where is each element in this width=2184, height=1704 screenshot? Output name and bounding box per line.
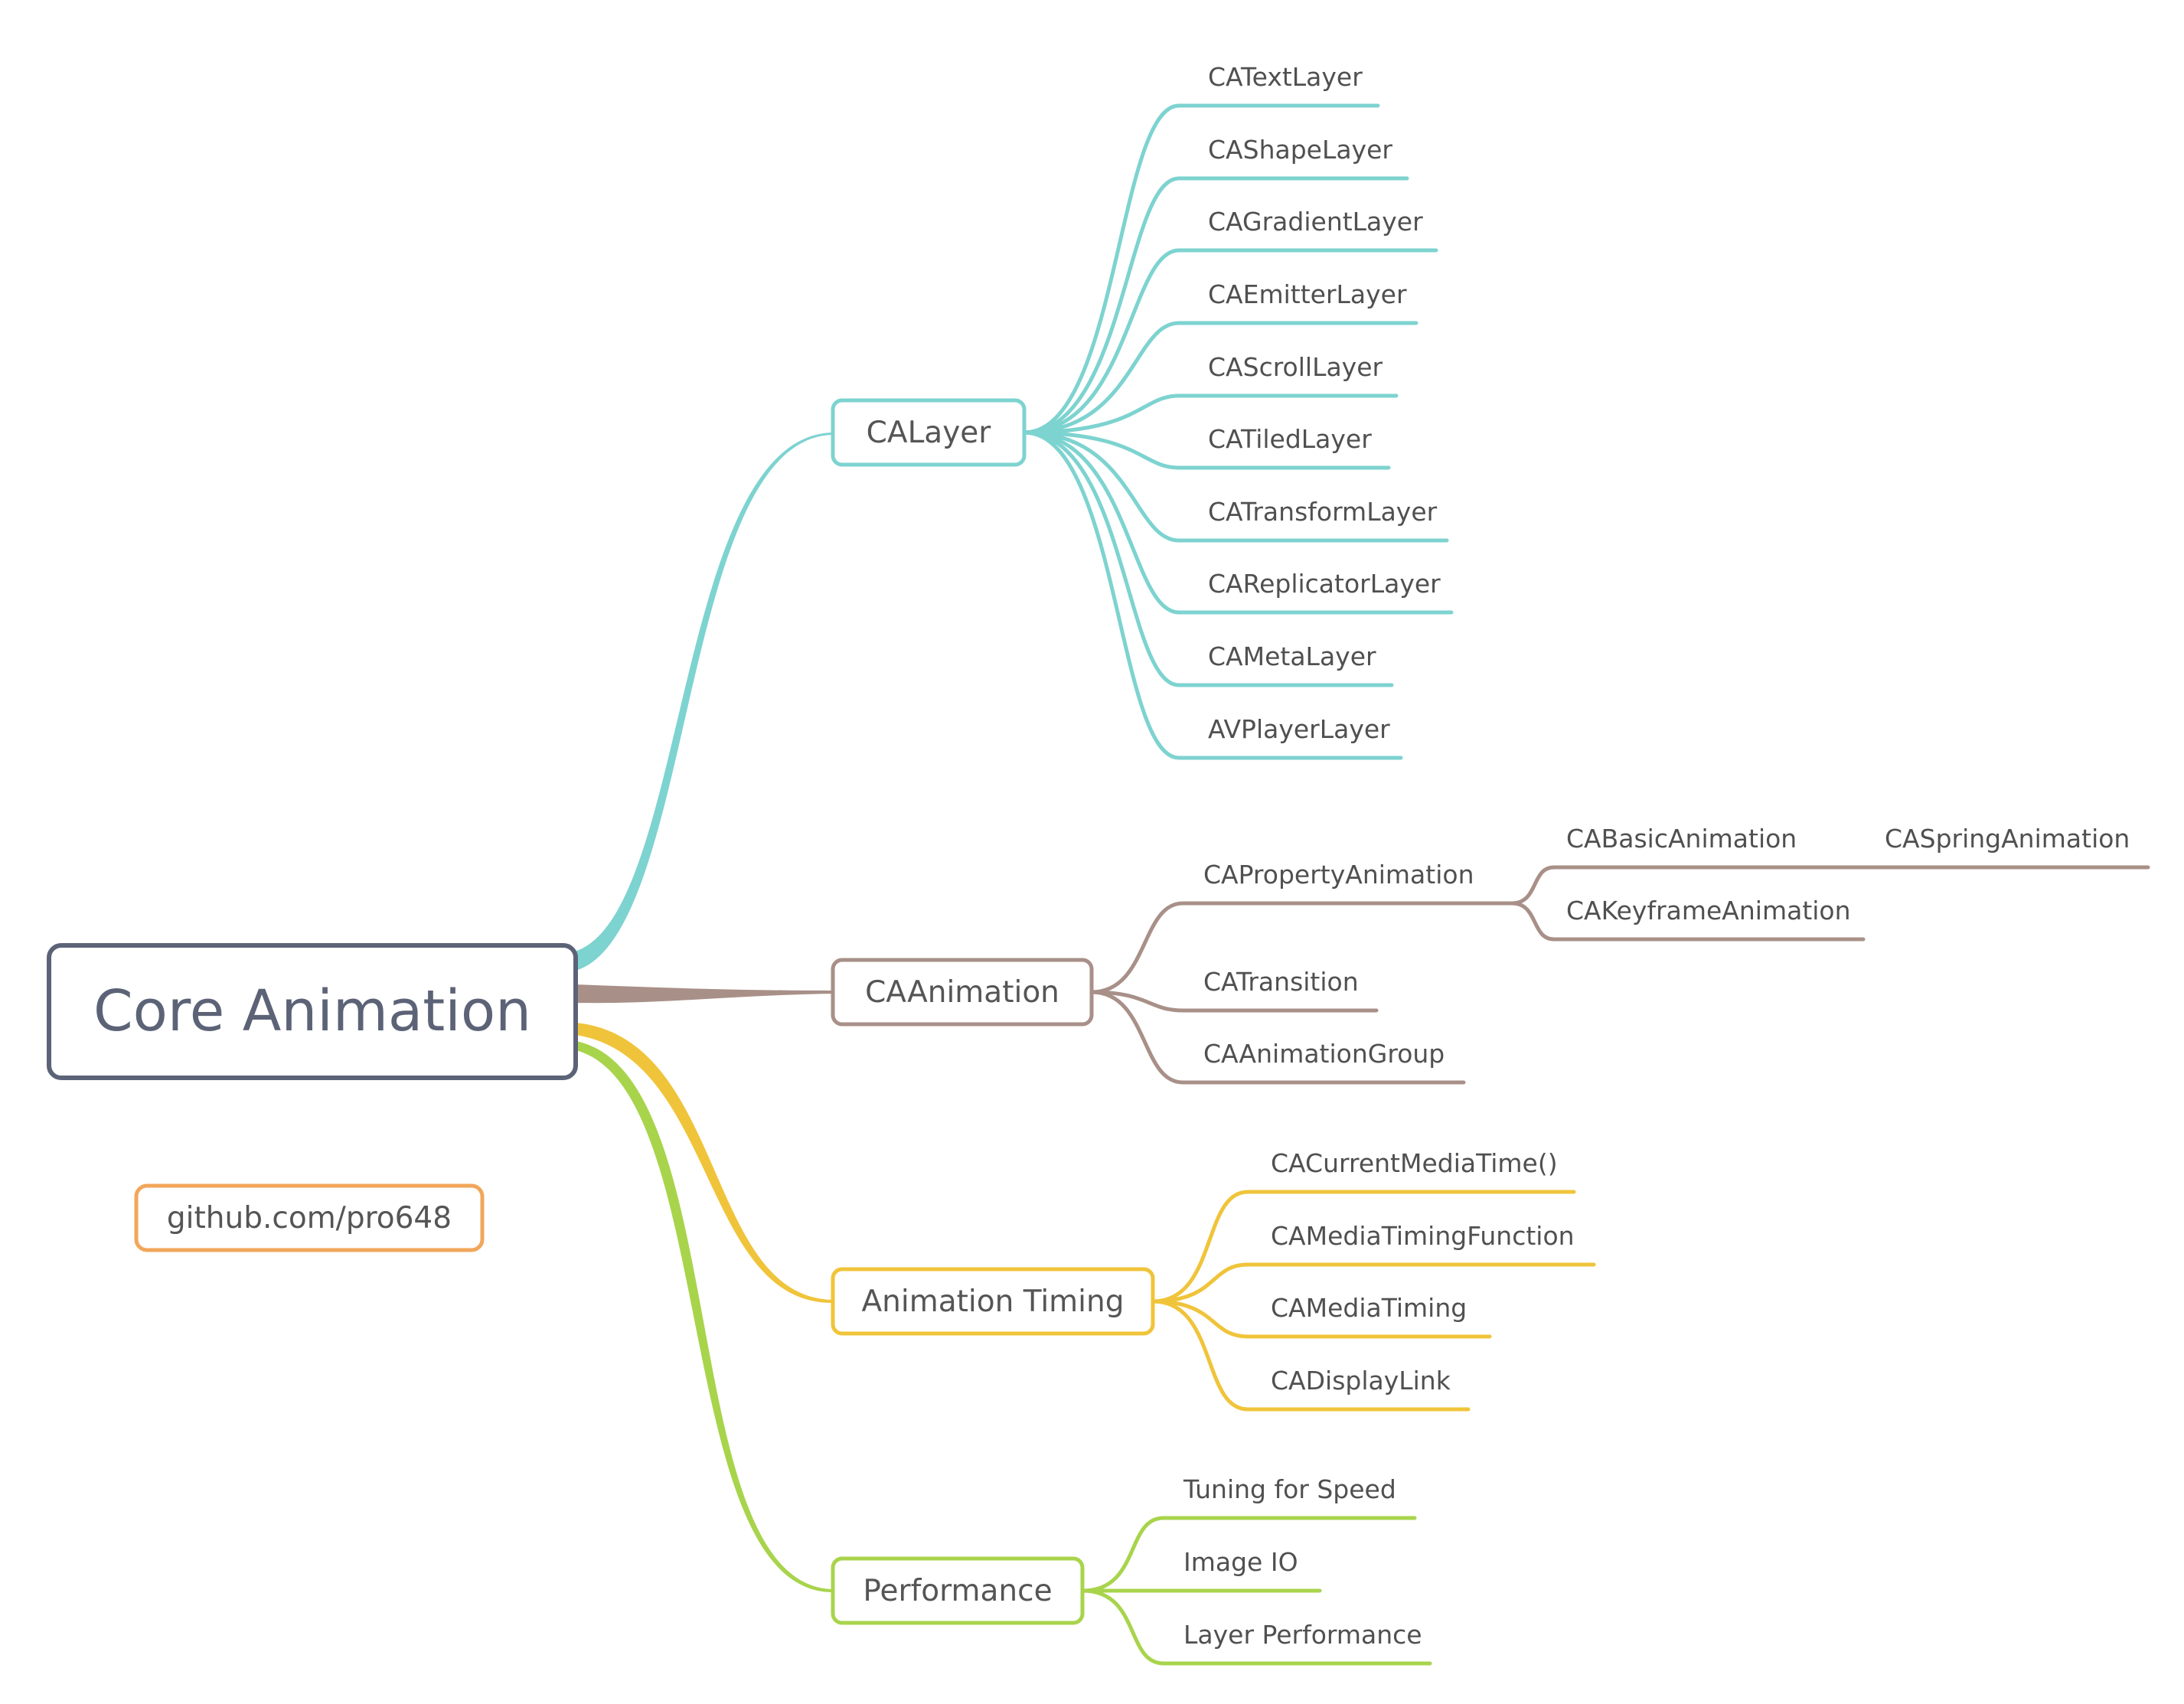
performance-leaves: Tuning for Speed Image IO Layer Performa…: [1183, 1474, 1422, 1650]
footer-label: github.com/pro648: [167, 1201, 452, 1236]
branch-node-caanimation[interactable]: CAAnimation: [831, 958, 1094, 1027]
leaf-label[interactable]: CAKeyframeAnimation: [1566, 896, 1851, 925]
connector-calayer-leaf: [1022, 430, 1391, 470]
connector-performance-leaf: [1080, 1588, 1432, 1666]
branch-label: CAAnimation: [865, 975, 1059, 1010]
leaf-label[interactable]: CAMediaTimingFunction: [1271, 1221, 1575, 1251]
leaf-label[interactable]: CAMetaLayer: [1208, 641, 1376, 671]
leaf-label[interactable]: Image IO: [1183, 1547, 1298, 1577]
leaf-label[interactable]: CATransformLayer: [1208, 497, 1438, 527]
timing-leaves: CACurrentMediaTime() CAMediaTimingFuncti…: [1271, 1148, 1575, 1396]
connector-caanimation-leaf: [1089, 990, 1466, 1085]
calayer-leaves: CATextLayer CAShapeLayer CAGradientLayer…: [1208, 62, 1441, 744]
footer-node[interactable]: github.com/pro648: [134, 1183, 485, 1252]
branch-label: Animation Timing: [862, 1285, 1125, 1319]
leaf-label[interactable]: CAAnimationGroup: [1203, 1039, 1445, 1069]
branch-node-animation-timing[interactable]: Animation Timing: [831, 1267, 1155, 1336]
branch-node-calayer[interactable]: CALayer: [831, 398, 1027, 467]
timing-connectors: [1151, 1190, 1596, 1412]
leaf-label[interactable]: Tuning for Speed: [1183, 1474, 1396, 1504]
connector-timing-leaf: [1151, 1262, 1596, 1304]
leaf-label[interactable]: CACurrentMediaTime(): [1271, 1148, 1558, 1178]
connector-calayer-leaf: [1022, 176, 1409, 435]
leaf-label[interactable]: CAShapeLayer: [1208, 135, 1392, 165]
connector-propertyanim-leaf: [1510, 901, 1866, 942]
connector-root-calayer: [574, 433, 834, 971]
leaf-label[interactable]: CAMediaTiming: [1271, 1293, 1467, 1323]
connector-caanimation-leaf: [1089, 990, 1379, 1013]
connector-root-animation-timing: [576, 1023, 834, 1304]
connector-calayer-leaf: [1022, 430, 1449, 543]
caanimation-connectors: [1089, 865, 2150, 1085]
connector-performance-leaf: [1080, 1516, 1417, 1593]
leaf-label[interactable]: CATiledLayer: [1208, 424, 1372, 454]
leaf-label[interactable]: CABasicAnimation: [1566, 824, 1797, 854]
calayer-connectors: [1022, 103, 1454, 760]
leaf-label[interactable]: CAEmitterLayer: [1208, 279, 1407, 309]
leaf-label[interactable]: CADisplayLink: [1271, 1366, 1451, 1396]
connector-timing-leaf: [1151, 1299, 1471, 1412]
leaf-label[interactable]: CAReplicatorLayer: [1208, 569, 1441, 599]
connector-root-caanimation: [576, 984, 834, 1004]
connector-timing-leaf: [1151, 1190, 1576, 1304]
performance-connectors: [1080, 1516, 1432, 1666]
leaf-label[interactable]: CAGradientLayer: [1208, 207, 1423, 237]
leaf-label[interactable]: Layer Performance: [1183, 1620, 1422, 1650]
leaf-label[interactable]: CATextLayer: [1208, 62, 1363, 92]
connector-caanimation-leaf: [1089, 901, 1514, 994]
leaf-label[interactable]: CATransition: [1203, 967, 1359, 997]
leaf-label[interactable]: CAScrollLayer: [1208, 352, 1383, 382]
root-node[interactable]: Core Animation: [47, 943, 578, 1080]
connector-timing-leaf: [1151, 1299, 1492, 1339]
caanimation-leaves: CAPropertyAnimation CATransition CAAnima…: [1203, 824, 2130, 1069]
connector-calayer-leaf: [1022, 321, 1418, 435]
connector-calayer-leaf: [1022, 248, 1438, 435]
connector-calayer-leaf: [1022, 103, 1380, 435]
connector-root-performance: [576, 1041, 834, 1593]
branch-label: Performance: [863, 1574, 1052, 1608]
branch-node-performance[interactable]: Performance: [831, 1556, 1085, 1625]
leaf-label[interactable]: AVPlayerLayer: [1208, 714, 1390, 744]
connector-propertyanim-leaf: [1510, 865, 2150, 906]
connector-calayer-leaf: [1022, 430, 1454, 615]
connector-calayer-leaf: [1022, 430, 1403, 760]
connector-calayer-leaf: [1022, 430, 1394, 687]
leaf-label[interactable]: CASpringAnimation: [1885, 824, 2130, 854]
leaf-label[interactable]: CAPropertyAnimation: [1203, 860, 1474, 890]
connector-calayer-leaf: [1022, 393, 1399, 435]
root-label: Core Animation: [93, 978, 531, 1044]
branch-label: CALayer: [867, 416, 992, 450]
